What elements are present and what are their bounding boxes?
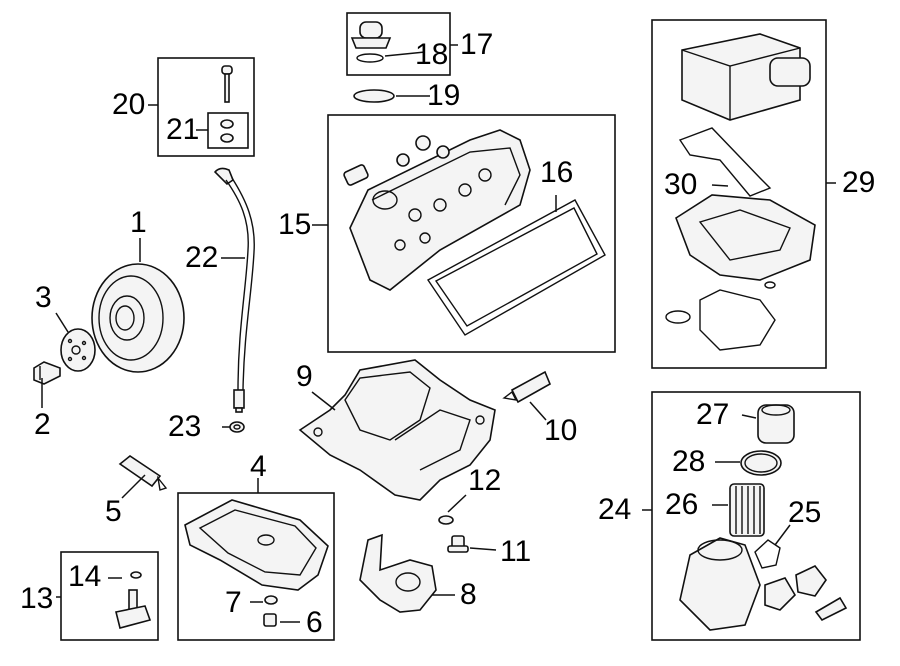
dipstick-handle [220, 65, 234, 143]
drain-plug-6 [263, 613, 277, 627]
dipstick-o-ring [229, 421, 245, 433]
callout-22: 22 [185, 241, 219, 274]
oil-module-housing [675, 194, 816, 281]
sensor-seal [130, 571, 142, 579]
pulley-bolt [33, 361, 61, 385]
oil-filter-element [729, 483, 765, 537]
crankshaft-pulley [91, 263, 185, 373]
callout-19: 19 [427, 79, 461, 112]
sealant-tube-10 [502, 370, 552, 404]
callout-15: 15 [278, 208, 312, 241]
pulley-washer [60, 328, 96, 372]
housing-small-parts [764, 565, 848, 622]
upper-oil-pan [298, 359, 496, 501]
callout-18: 18 [415, 38, 449, 71]
oil-level-sensor [115, 589, 152, 629]
drain-washer-7 [264, 595, 278, 605]
callout-11: 11 [500, 535, 532, 568]
oil-filler-cap [350, 21, 392, 63]
oil-pump-bracket [359, 533, 437, 613]
callout-13: 13 [20, 582, 54, 615]
box-17 [346, 12, 451, 76]
callout-23: 23 [168, 410, 202, 443]
callout-9: 9 [296, 360, 313, 393]
box-20 [157, 57, 255, 157]
callout-25: 25 [788, 496, 822, 529]
callout-6: 6 [306, 606, 323, 639]
leader-lines [41, 44, 836, 623]
callout-21: 21 [166, 113, 200, 146]
callout-3: 3 [35, 281, 52, 314]
filter-cap-o-ring [740, 450, 782, 476]
callout-27: 27 [696, 398, 730, 431]
callout-4: 4 [250, 450, 267, 483]
callout-8: 8 [460, 578, 477, 611]
callout-12: 12 [468, 464, 502, 497]
callout-28: 28 [672, 445, 706, 478]
callout-29: 29 [842, 166, 876, 199]
filter-housing [679, 537, 761, 631]
valve-cover [343, 129, 531, 291]
housing-gaskets [665, 281, 776, 351]
filler-gasket [353, 89, 395, 103]
callout-2: 2 [34, 408, 51, 441]
box-29 [651, 19, 827, 369]
housing-gasket-25 [754, 539, 781, 569]
callout-17: 17 [460, 28, 494, 61]
oil-cooler [681, 33, 811, 121]
callout-20: 20 [112, 88, 146, 121]
box-13 [60, 551, 159, 641]
drain-plug-11 [447, 535, 469, 553]
callout-1: 1 [130, 206, 147, 239]
cooler-gasket-30 [678, 127, 772, 197]
drain-washer-12 [438, 515, 454, 525]
callout-30: 30 [664, 168, 698, 201]
callout-16: 16 [540, 156, 574, 189]
lower-oil-pan [184, 499, 329, 591]
callout-26: 26 [665, 488, 699, 521]
box-15 [327, 114, 616, 353]
callout-5: 5 [105, 495, 122, 528]
dipstick-tube [213, 167, 255, 413]
callout-14: 14 [68, 560, 102, 593]
box-24 [651, 391, 861, 641]
callout-10: 10 [544, 414, 578, 447]
callout-7: 7 [225, 586, 242, 619]
callout-24: 24 [598, 493, 632, 526]
sealant-tube-5 [118, 455, 168, 491]
box-4 [177, 492, 335, 641]
oil-filter-cap [757, 404, 795, 444]
valve-cover-gasket [426, 199, 606, 336]
